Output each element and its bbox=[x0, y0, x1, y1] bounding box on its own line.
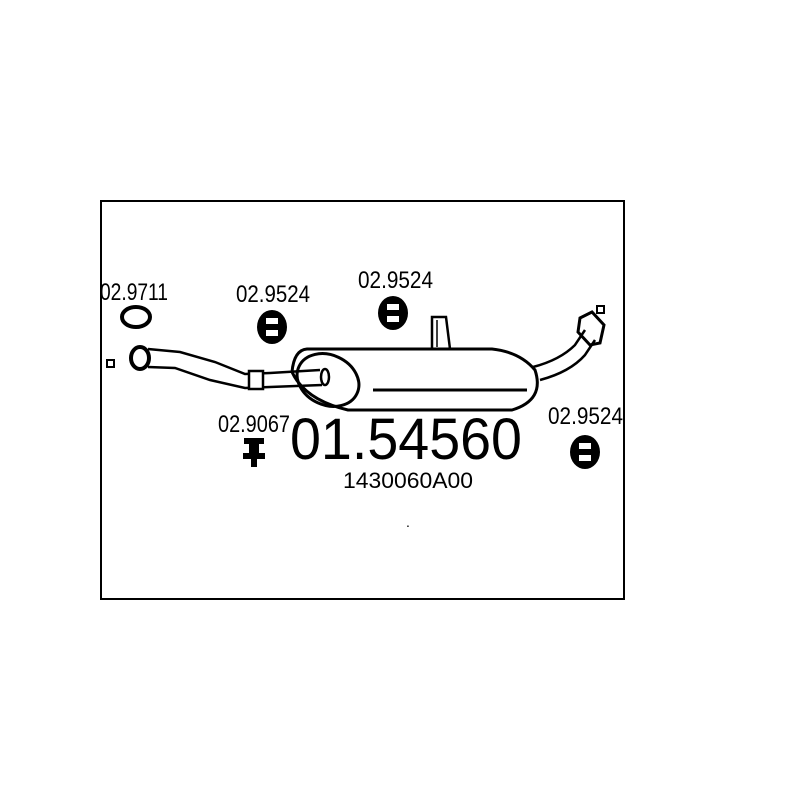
label-02-9524-a: 02.9524 bbox=[236, 281, 310, 308]
front-pipe bbox=[129, 345, 331, 391]
rubber-mount-icon bbox=[378, 296, 408, 330]
gasket-ring-icon bbox=[120, 305, 152, 329]
bracket-mount-icon bbox=[243, 438, 265, 467]
muffler-body bbox=[290, 315, 539, 412]
reference-square-left bbox=[106, 359, 115, 368]
reference-square-right bbox=[596, 305, 605, 314]
rubber-mount-icon bbox=[257, 310, 287, 344]
oem-number: 1430060A00 bbox=[343, 468, 473, 493]
rubber-mount-icon bbox=[570, 435, 600, 469]
dot-mark: . bbox=[406, 514, 410, 530]
diagram-frame bbox=[100, 200, 625, 600]
label-02-9067: 02.9067 bbox=[218, 411, 290, 438]
label-02-9711: 02.9711 bbox=[100, 279, 168, 306]
tail-pipe bbox=[532, 310, 606, 382]
label-02-9524-b: 02.9524 bbox=[358, 267, 433, 294]
main-part-number: 01.54560 bbox=[290, 407, 522, 472]
label-02-9524-c: 02.9524 bbox=[548, 403, 623, 430]
